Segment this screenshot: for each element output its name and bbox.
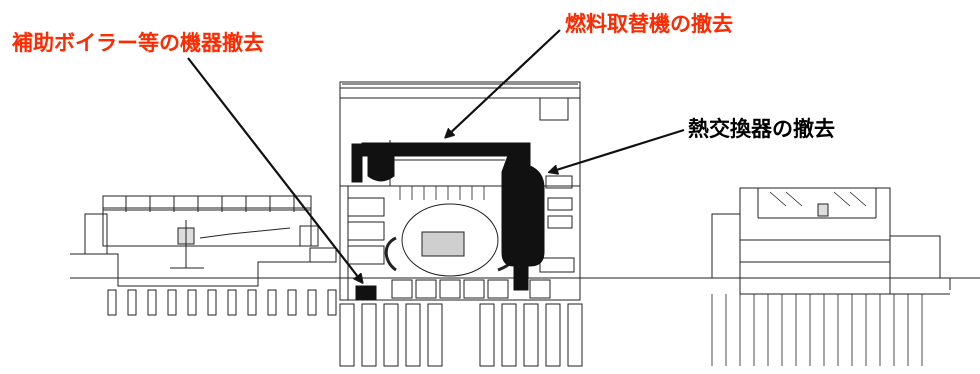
central-building bbox=[339, 81, 583, 367]
right-building bbox=[711, 187, 951, 366]
fuel-exchanger-shape bbox=[361, 142, 531, 157]
heat-exchanger-base bbox=[513, 265, 529, 291]
auxiliary-boiler-shape bbox=[355, 285, 377, 301]
removed-equipment bbox=[351, 142, 545, 301]
fuel-exchanger-left-post bbox=[351, 143, 363, 183]
label-fuel-exchanger-removal: 燃料取替機の撤去 bbox=[565, 12, 733, 36]
arrow-icon bbox=[187, 57, 362, 282]
left-building bbox=[70, 195, 337, 316]
arrow-icon bbox=[550, 128, 685, 172]
heat-exchanger-shape bbox=[501, 149, 545, 267]
arrow-icon bbox=[446, 29, 561, 137]
label-auxiliary-boiler-removal: 補助ボイラー等の機器撤去 bbox=[12, 31, 264, 55]
label-heat-exchanger-removal: 熱交換器の撤去 bbox=[688, 117, 835, 141]
fuel-exchanger-left-leg bbox=[367, 155, 395, 182]
